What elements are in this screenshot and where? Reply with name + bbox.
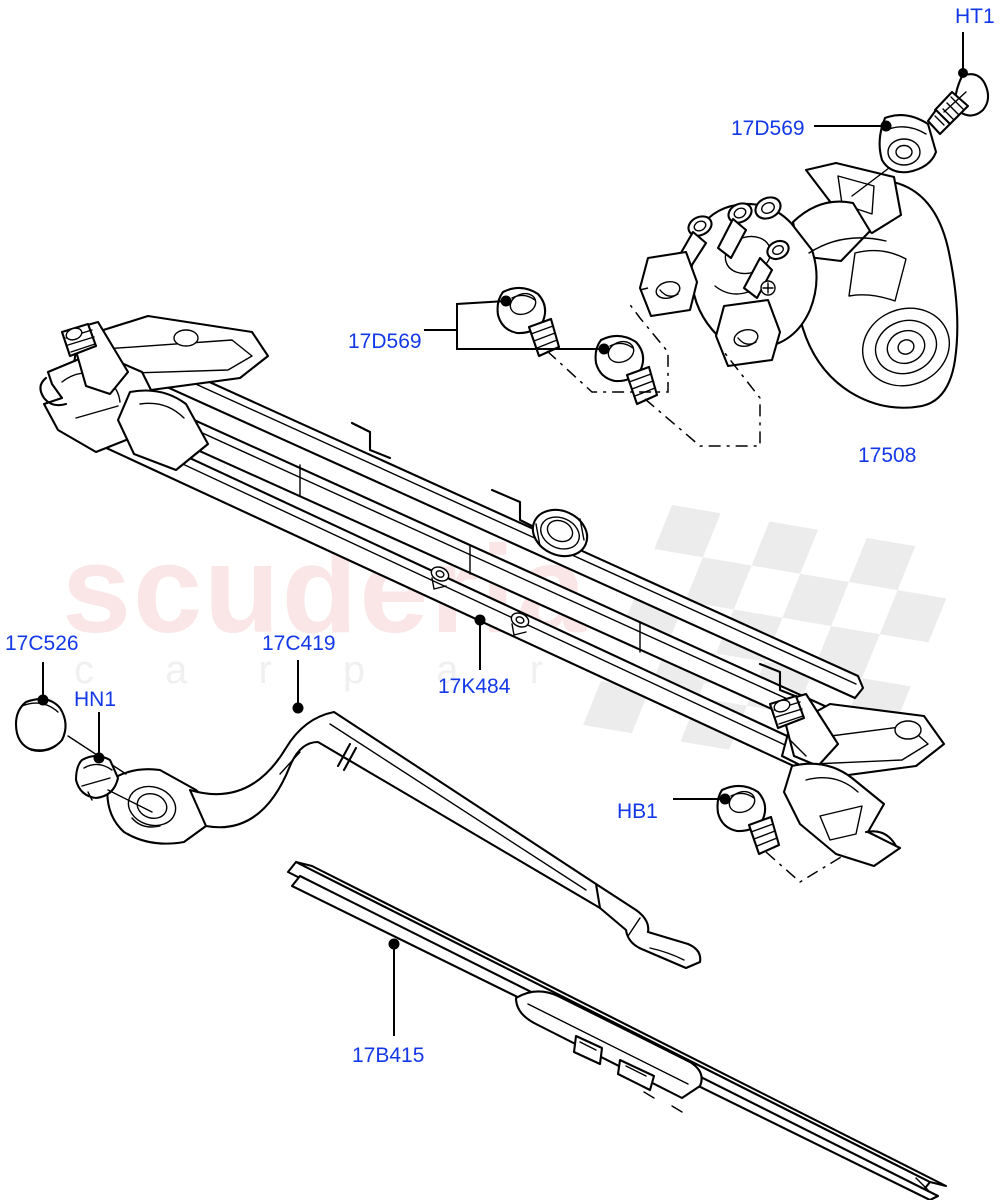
part-label-17d569-top: 17D569 [731,117,805,140]
part-label-17508: 17508 [858,444,917,467]
linkage-mounting-bolt-hb1 [673,784,847,883]
wiper-blade-assembly [286,860,948,1200]
part-label-17b415: 17B415 [352,1044,425,1067]
motor-bolt-lower [594,334,659,406]
assembly-guide-lines [546,287,761,447]
linkage-left-pivot [39,314,270,472]
wiper-motor-assembly [638,161,959,409]
linkage-eyelets [430,566,530,636]
part-label-hb1: HB1 [617,800,658,823]
motor-bolt-upper [496,286,561,358]
part-label-17d569-mid: 17D569 [348,330,422,353]
wiper-arm-nut-cap [14,662,127,775]
wiper-arm-nut-hn1 [74,712,153,813]
linkage-centre-pivot [531,508,589,558]
part-label-hn1: HN1 [74,688,117,711]
wiper-linkage-assembly [39,314,946,868]
wiper-motor-grommet [814,91,967,197]
wiper-arm-assembly [106,660,702,970]
part-label-ht1: HT1 [955,5,995,28]
part-label-17c419: 17C419 [262,632,336,655]
part-label-17c526: 17C526 [5,632,79,655]
wiper-motor-bolts [424,286,659,406]
part-label-17k484: 17K484 [438,675,511,698]
wiper-motor-screw-ht1 [926,32,990,136]
linkage-right-pivot [768,692,946,868]
